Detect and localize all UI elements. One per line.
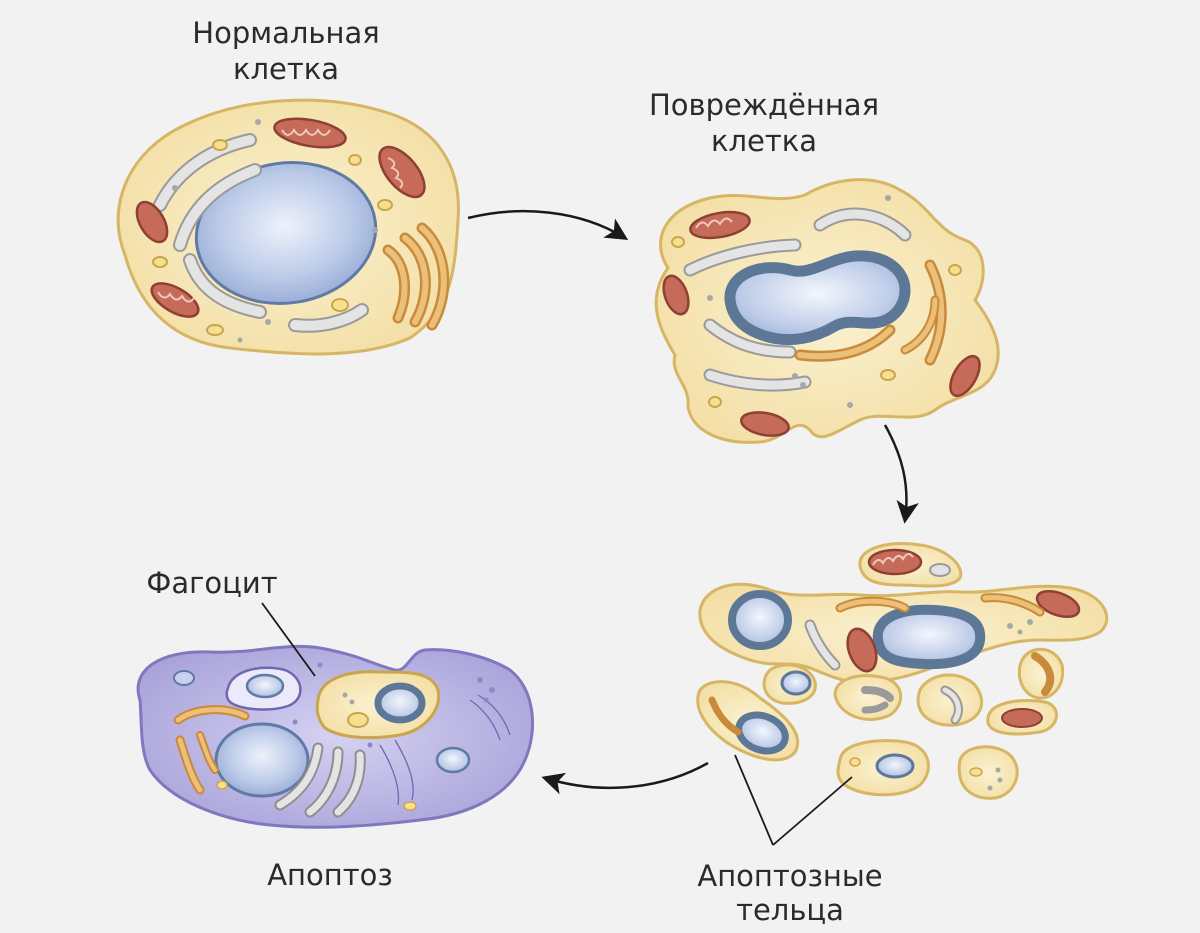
apoptotic-bodies-label: Апоптозные тельца [697, 859, 883, 927]
damaged-cell [654, 178, 1000, 444]
arrow-bodies-to-apoptosis [541, 761, 709, 795]
phagocyte-cell [136, 644, 535, 829]
phagocyte-label: Фагоцит [146, 566, 278, 600]
normal-mitochondria [135, 117, 426, 318]
apoptotic-bodies [696, 542, 1109, 800]
apoptotic-bodies-leader-lines [734, 754, 853, 846]
normal-vesicles [152, 139, 393, 336]
apoptosis-label: Апоптоз [267, 858, 393, 892]
arrow-normal-to-damaged [467, 210, 629, 240]
damaged-nucleus [724, 250, 911, 346]
normal-cell [116, 98, 460, 356]
arrow-damaged-to-bodies [883, 424, 919, 524]
normal-cell-label: Нормальная клетка [192, 16, 380, 86]
phagocyte-leader-line [261, 602, 316, 677]
normal-nucleus [194, 161, 378, 305]
damaged-cell-label: Повреждённая клетка [648, 88, 880, 158]
normal-golgi [382, 222, 450, 331]
